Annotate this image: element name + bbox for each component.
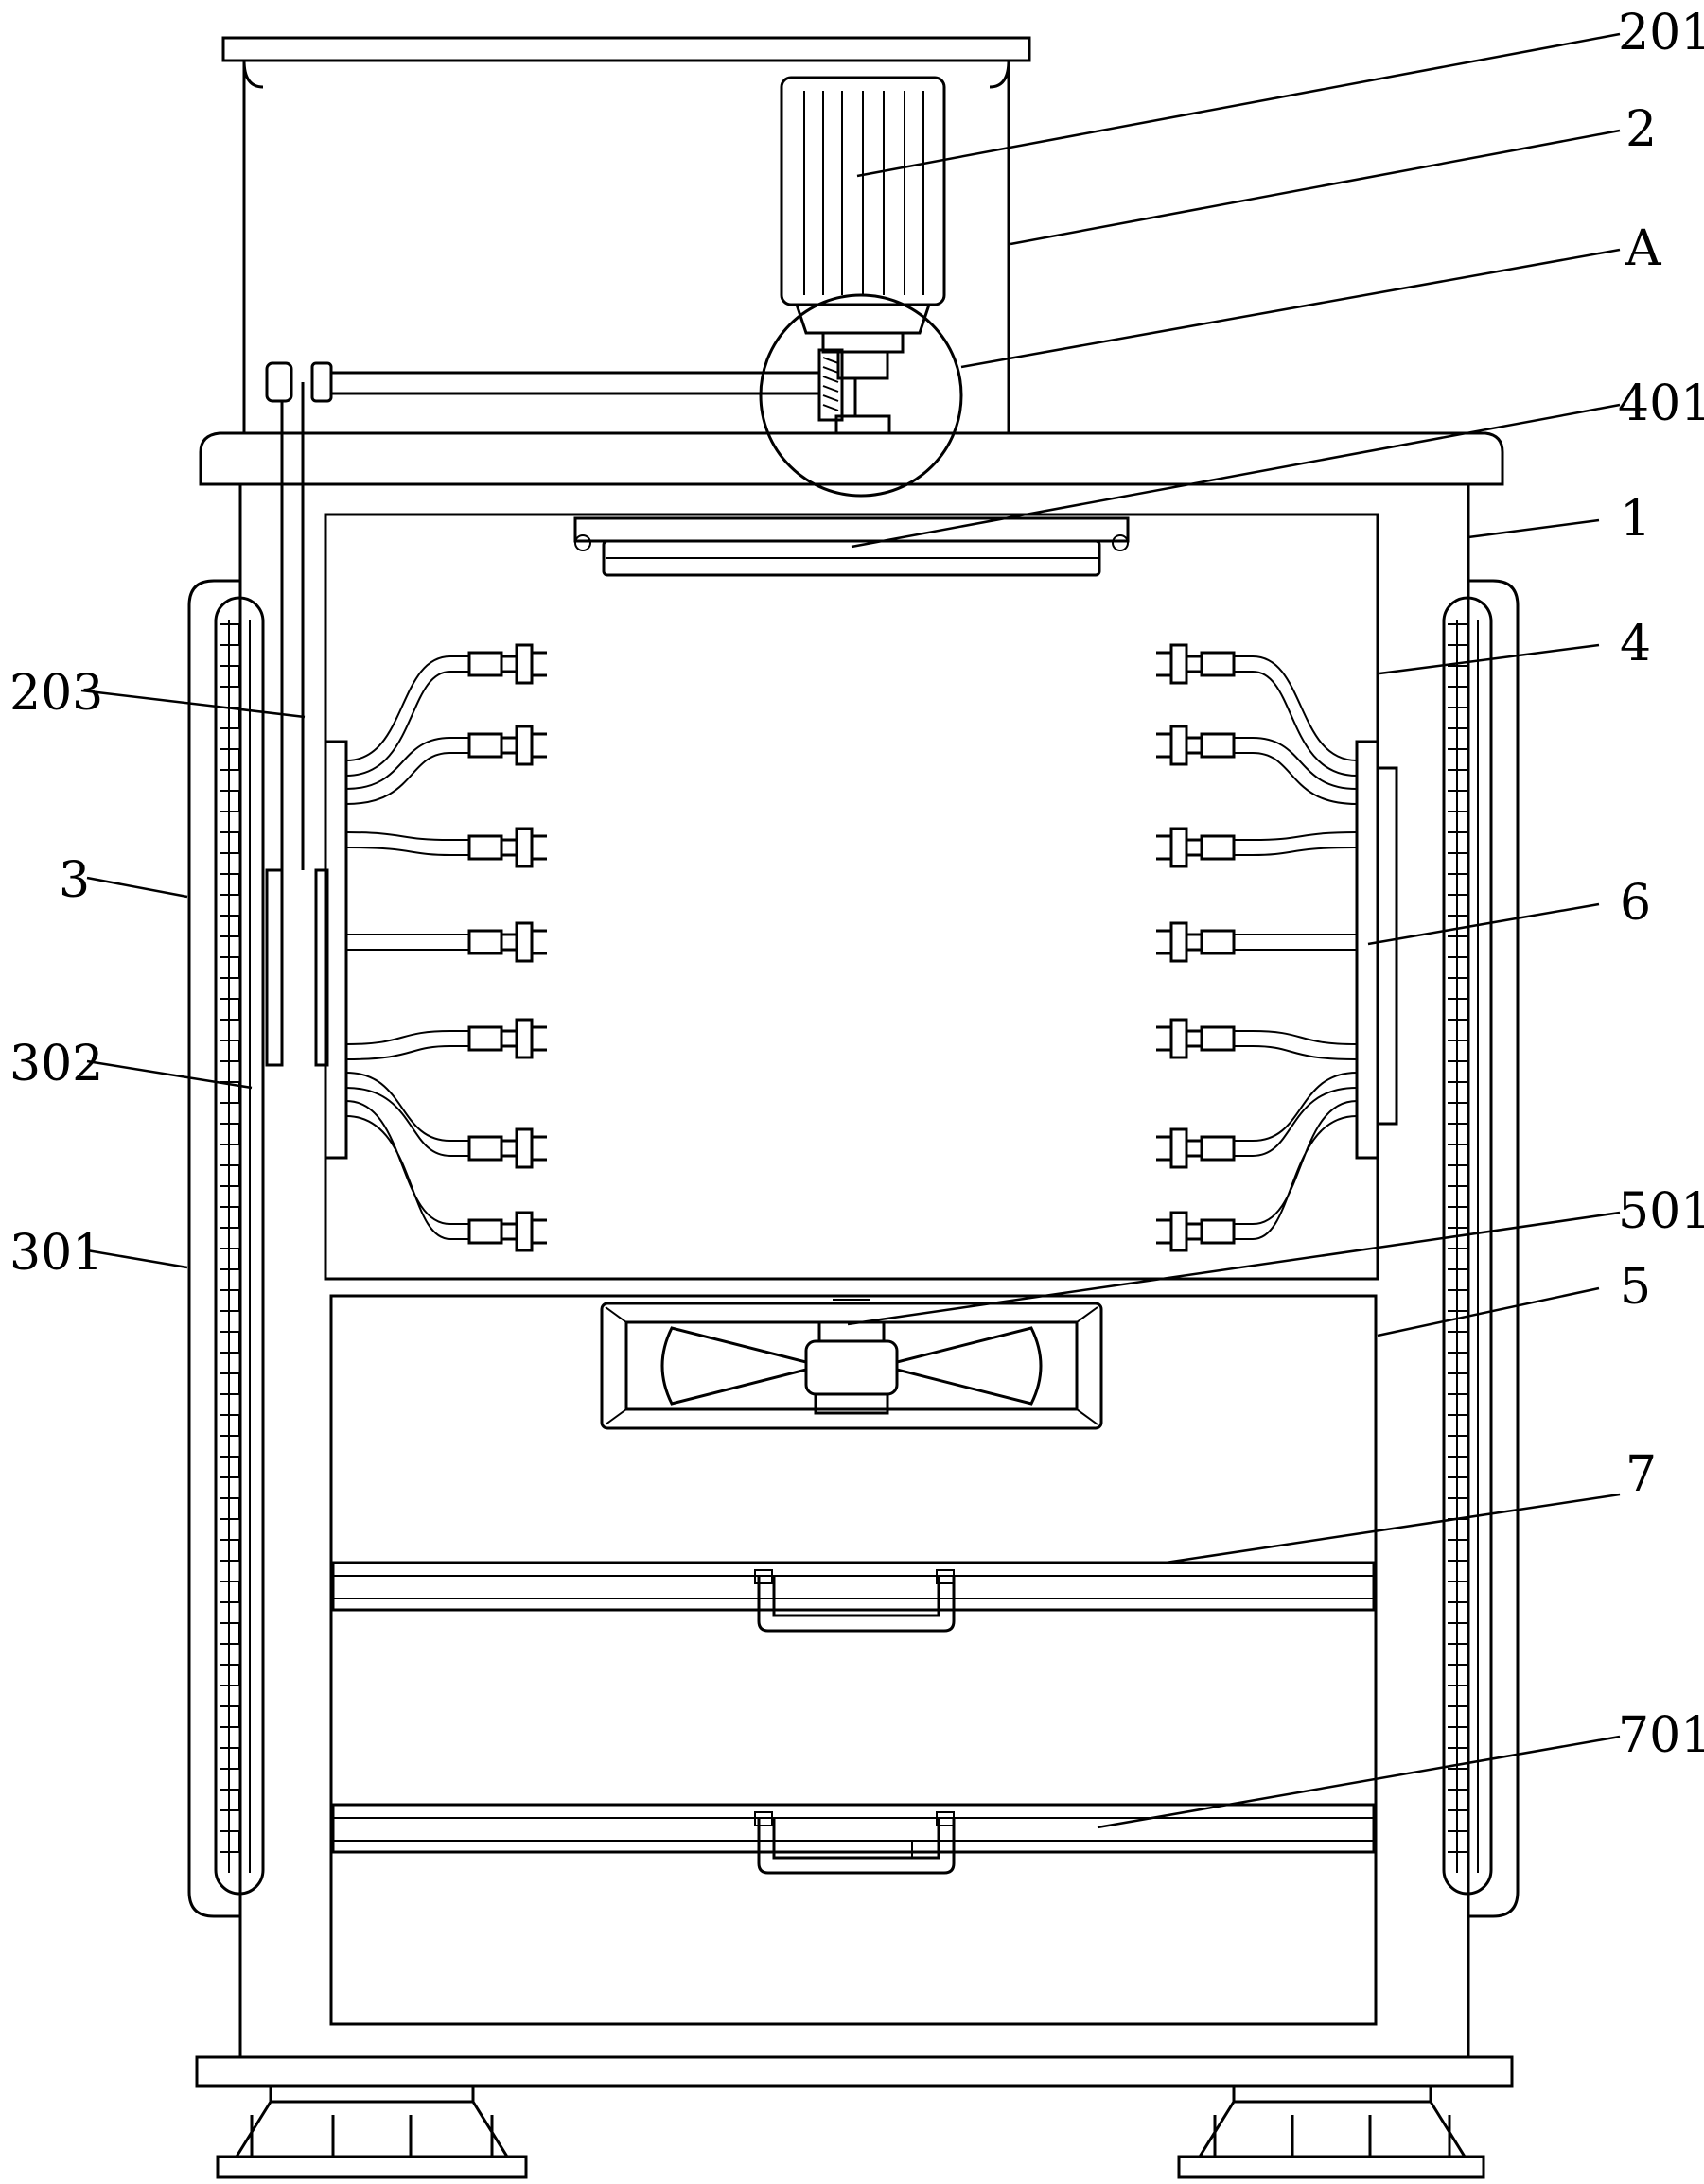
detail-circle-a (761, 295, 961, 496)
leader-lines (81, 34, 1620, 1827)
label-a: A (1625, 220, 1662, 277)
label-701: 701 (1618, 1707, 1704, 1764)
right-nozzle-plate (1357, 742, 1397, 1158)
label-1: 1 (1620, 491, 1651, 548)
right-chain (1448, 624, 1478, 1873)
label-501: 501 (1618, 1183, 1704, 1240)
left-nozzle-array (346, 645, 547, 1250)
label-302: 302 (9, 1036, 103, 1092)
right-nozzle-array (1156, 645, 1357, 1250)
lower-chamber (331, 1296, 1376, 2024)
fan-501 (602, 1300, 1101, 1428)
drawer-701 (333, 1805, 1374, 1873)
label-7: 7 (1625, 1446, 1657, 1503)
cabinet-body (240, 484, 1468, 2057)
horizontal-shaft (267, 363, 819, 433)
vertical-rod-203 (267, 433, 327, 1065)
label-6: 6 (1620, 875, 1651, 932)
label-5: 5 (1620, 1259, 1651, 1316)
label-203: 203 (9, 665, 103, 722)
upper-chamber (325, 515, 1378, 1279)
motor (782, 78, 944, 433)
left-chain (220, 624, 239, 1873)
drawer-7 (333, 1563, 1374, 1631)
right-foot (1179, 2086, 1484, 2177)
label-3: 3 (59, 852, 90, 909)
cabinet-top-plate (201, 433, 1502, 484)
label-201: 201 (1618, 5, 1704, 61)
label-2: 2 (1625, 101, 1657, 158)
cabinet-base (197, 2057, 1512, 2086)
label-301: 301 (9, 1225, 103, 1282)
label-401: 401 (1618, 376, 1704, 432)
label-4: 4 (1620, 616, 1651, 673)
left-foot (218, 2086, 526, 2177)
